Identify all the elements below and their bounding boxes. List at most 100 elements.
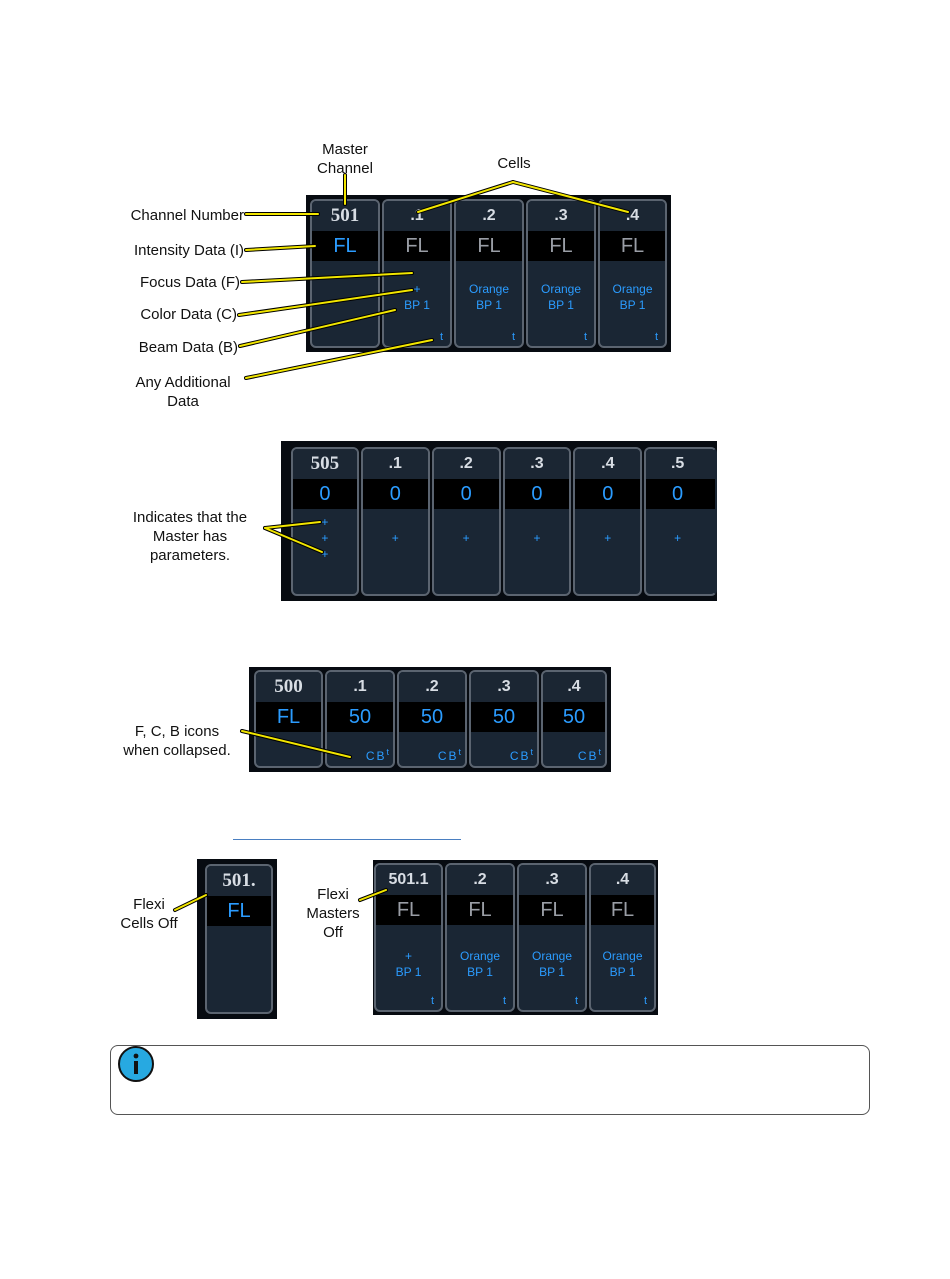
focus-data-label: Focus Data (F) <box>139 274 240 291</box>
master-channel-label: Master Channel <box>317 141 373 177</box>
intensity-value: 0 <box>646 479 715 509</box>
cell-number: .5 <box>646 449 715 479</box>
parameter-mark: + <box>462 531 470 545</box>
color-data-label: Color Data (C) <box>140 306 237 323</box>
fig2-cell-5[interactable]: .5 0 + <box>644 447 717 596</box>
color-data: + <box>413 282 421 296</box>
fig4b-cell-4[interactable]: .4 FL Orange BP 1 t <box>589 863 656 1012</box>
intensity-value: 0 <box>433 479 499 509</box>
channel-number-label: Channel Number <box>130 207 244 224</box>
parameter-mark: + <box>321 547 329 561</box>
color-data: Orange <box>459 949 501 963</box>
fcb-icons-label: F, C, B icons when collapsed. <box>123 723 231 759</box>
cell-number: .2 <box>399 672 465 702</box>
intensity-value: 0 <box>504 479 570 509</box>
fig3-grid: 500 FL .1 50 CBt .2 50 CBt .3 50 CBt .4 … <box>254 670 607 768</box>
fig2-cell-2[interactable]: .2 0 + <box>431 447 501 596</box>
collapsed-param-icons: CBt <box>577 747 601 763</box>
color-data: Orange <box>531 949 573 963</box>
fig3-cell-2[interactable]: .2 50 CBt <box>397 670 467 768</box>
fig1-cell-4[interactable]: .4 FL Orange BP 1 t <box>598 199 667 348</box>
intensity-value: FL <box>591 895 654 925</box>
fig2-cell-1[interactable]: .1 0 + <box>360 447 430 596</box>
color-data: Orange <box>602 949 643 963</box>
note-box <box>110 1045 870 1115</box>
fig4b-cell-2[interactable]: .2 FL Orange BP 1 t <box>445 863 515 1012</box>
intensity-value: FL <box>447 895 513 925</box>
collapsed-param-icons: CBt <box>509 747 533 763</box>
collapsed-param-icons: CBt <box>437 747 461 763</box>
cell-number: 501.1 <box>376 865 441 895</box>
additional-data: t <box>574 995 578 1007</box>
fig3-cell-3[interactable]: .3 50 CBt <box>469 670 539 768</box>
link-underline[interactable] <box>233 839 461 840</box>
fig4b-cell-1[interactable]: 501.1 FL + BP 1 t <box>374 863 443 1012</box>
fig4a-channel-column[interactable]: 501. FL <box>205 864 273 1014</box>
intensity-value: FL <box>528 231 594 261</box>
intensity-value: 50 <box>543 702 605 732</box>
parameter-mark: + <box>321 515 329 529</box>
additional-data: t <box>511 331 515 343</box>
beam-data: BP 1 <box>548 298 574 312</box>
fig4b-grid: 501.1 FL + BP 1 t .2 FL Orange BP 1 t .3… <box>374 863 656 1012</box>
cell-number: .1 <box>362 449 428 479</box>
fig4a-grid: 501. FL <box>205 864 273 1014</box>
additional-data-label: Any Additional Data <box>135 374 231 410</box>
flexi-cells-off-label: Flexi Cells Off <box>120 896 178 932</box>
flexi-masters-off-label: Flexi Masters Off <box>306 886 360 941</box>
cell-number: .2 <box>456 201 522 231</box>
beam-data: BP 1 <box>404 298 430 312</box>
intensity-value: 50 <box>327 702 393 732</box>
channel-number: 505 <box>293 449 357 479</box>
beam-data: BP 1 <box>609 965 636 979</box>
fig3-cell-1[interactable]: .1 50 CBt <box>325 670 395 768</box>
intensity-value: FL <box>384 231 450 261</box>
intensity-value: 0 <box>362 479 428 509</box>
cell-number: .4 <box>543 672 605 702</box>
color-data: + <box>404 949 412 963</box>
master-parameters-label: Indicates that the Master has parameters… <box>132 509 248 564</box>
fig2-cell-4[interactable]: .4 0 + <box>573 447 643 596</box>
fig1-cell-3[interactable]: .3 FL Orange BP 1 t <box>526 199 596 348</box>
info-icon <box>118 1046 154 1082</box>
beam-data-label: Beam Data (B) <box>138 339 238 356</box>
fig1-grid: 501 FL .1 FL + BP 1 t .2 FL Orange BP 1 … <box>310 199 667 348</box>
intensity-value: FL <box>376 895 441 925</box>
fig1-cell-1[interactable]: .1 FL + BP 1 t <box>382 199 452 348</box>
parameter-mark: + <box>674 531 682 545</box>
intensity-value: 50 <box>471 702 537 732</box>
beam-data: BP 1 <box>619 298 646 312</box>
fig3-cell-4[interactable]: .4 50 CBt <box>541 670 607 768</box>
color-data: Orange <box>540 282 582 296</box>
channel-number: 501. <box>207 866 271 896</box>
fig1-cell-2[interactable]: .2 FL Orange BP 1 t <box>454 199 524 348</box>
cell-number: .3 <box>471 672 537 702</box>
intensity-value: 50 <box>399 702 465 732</box>
cell-number: .3 <box>519 865 585 895</box>
fig3-master-column[interactable]: 500 FL <box>254 670 323 768</box>
cell-number: .2 <box>447 865 513 895</box>
cell-number: .4 <box>591 865 654 895</box>
additional-data: t <box>439 331 443 343</box>
fig4b-cell-3[interactable]: .3 FL Orange BP 1 t <box>517 863 587 1012</box>
additional-data: t <box>643 995 647 1007</box>
color-data: Orange <box>612 282 653 296</box>
fig2-master-column[interactable]: 505 0 + + + <box>291 447 359 596</box>
collapsed-param-icons: CBt <box>365 747 389 763</box>
parameter-mark: + <box>321 531 329 545</box>
parameter-mark: + <box>391 531 399 545</box>
additional-data: t <box>654 331 658 343</box>
cell-number: .2 <box>433 449 499 479</box>
channel-number: 500 <box>256 672 321 702</box>
intensity-value: FL <box>456 231 522 261</box>
color-data: Orange <box>468 282 510 296</box>
intensity-value: FL <box>312 231 378 261</box>
parameter-mark: + <box>604 531 612 545</box>
intensity-value: 0 <box>575 479 641 509</box>
fig2-cell-3[interactable]: .3 0 + <box>502 447 572 596</box>
beam-data: BP 1 <box>467 965 493 979</box>
beam-data: BP 1 <box>539 965 565 979</box>
intensity-value: 0 <box>293 479 357 509</box>
intensity-value: FL <box>600 231 665 261</box>
